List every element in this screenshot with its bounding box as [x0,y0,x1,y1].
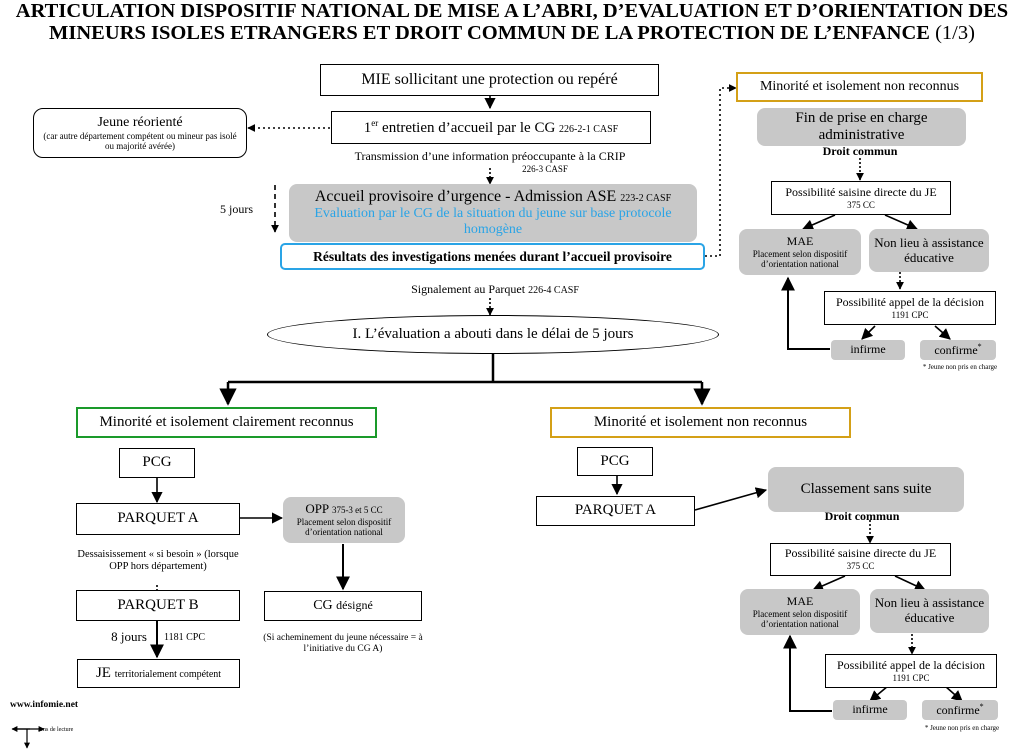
cpc-1181-label: 1181 CPC [164,632,206,643]
signalement-text: Signalement au Parquet 226-4 CASF [411,282,579,296]
site-url: www.infomie.net [10,700,79,710]
right-branch-header: Minorité et isolement non reconnus [550,407,851,438]
left-parquet-b-box: PARQUET B [76,590,240,621]
five-days-label: 5 jours [220,202,253,216]
evaluation-ellipse: I. L’évaluation a abouti dans le délai d… [267,315,719,354]
top-right-mae-box: MAE Placement selon dispositif d’orienta… [739,229,861,275]
cg-designe-box: CG désigné [264,591,422,621]
right-infirme-box: infirme [833,700,907,720]
sens-de-lecture: sens de lecture [38,727,74,733]
transmission-text: Transmission d’une information préoccupa… [354,149,626,174]
left-branch-header: Minorité et isolement clairement reconnu… [76,407,377,438]
dessaisissement-text: Dessaisissement « si besoin » (lorsque O… [77,549,239,573]
jeune-reoriente-box: Jeune réorienté (car autre département c… [33,108,247,158]
classement-sans-suite-box: Classement sans suite [768,467,964,512]
title-line-1: ARTICULATION DISPOSITIF NATIONAL DE MISE… [15,0,1009,22]
eight-days-label: 8 jours [111,629,147,644]
title-page: (1/3) [935,22,975,44]
opp-box: OPP 375-3 et 5 CC Placement selon dispos… [283,497,405,543]
title-line-2: MINEURS ISOLES ETRANGERS ET DROIT COMMUN… [49,22,975,44]
right-mae-box: MAE Placement selon dispositif d’orienta… [740,589,860,635]
right-droit-commun: Droit commun [824,509,900,523]
top-right-header: Minorité et isolement non reconnus [736,72,983,102]
left-pcg-box: PCG [119,448,195,478]
top-right-saisine-box: Possibilité saisine directe du JE 375 CC [771,181,951,215]
cg-designe-note: (Si acheminement du jeune nécessaire = à… [263,633,423,654]
right-appel-box: Possibilité appel de la décision 1191 CP… [825,654,997,688]
accueil-evaluation-text: Evaluation par le CG de la situation du … [314,206,672,238]
right-pcg-box: PCG [577,447,653,476]
top-right-nonlieu-box: Non lieu à assistance éducative [869,229,989,272]
accueil-provisoire-box: Accueil provisoire d’urgence - Admission… [289,184,697,242]
right-footnote: * Jeune non pris en charge [924,724,1000,732]
left-parquet-a-box: PARQUET A [76,503,240,535]
right-saisine-box: Possibilité saisine directe du JE 375 CC [770,543,951,576]
je-box: JE territorialement compétent [77,659,240,688]
top-right-droit-commun: Droit commun [822,144,898,158]
entretien-box: 1er entretien d’accueil par le CG 226-2-… [331,111,651,144]
page-title: ARTICULATION DISPOSITIF NATIONAL DE MISE… [0,0,1024,44]
top-right-confirme-box: confirme* [920,340,996,360]
top-right-appel-box: Possibilité appel de la décision 1191 CP… [824,291,996,325]
top-right-footnote: * Jeune non pris en charge [922,363,998,371]
right-confirme-box: confirme* [922,700,998,720]
resultats-box: Résultats des investigations menées dura… [280,243,705,270]
right-nonlieu-box: Non lieu à assistance éducative [870,589,989,633]
top-right-infirme-box: infirme [831,340,905,360]
mie-box: MIE sollicitant une protection ou repéré [320,64,659,96]
right-parquet-a-box: PARQUET A [536,496,695,526]
fin-prise-en-charge-box: Fin de prise en charge administrative [757,108,966,146]
